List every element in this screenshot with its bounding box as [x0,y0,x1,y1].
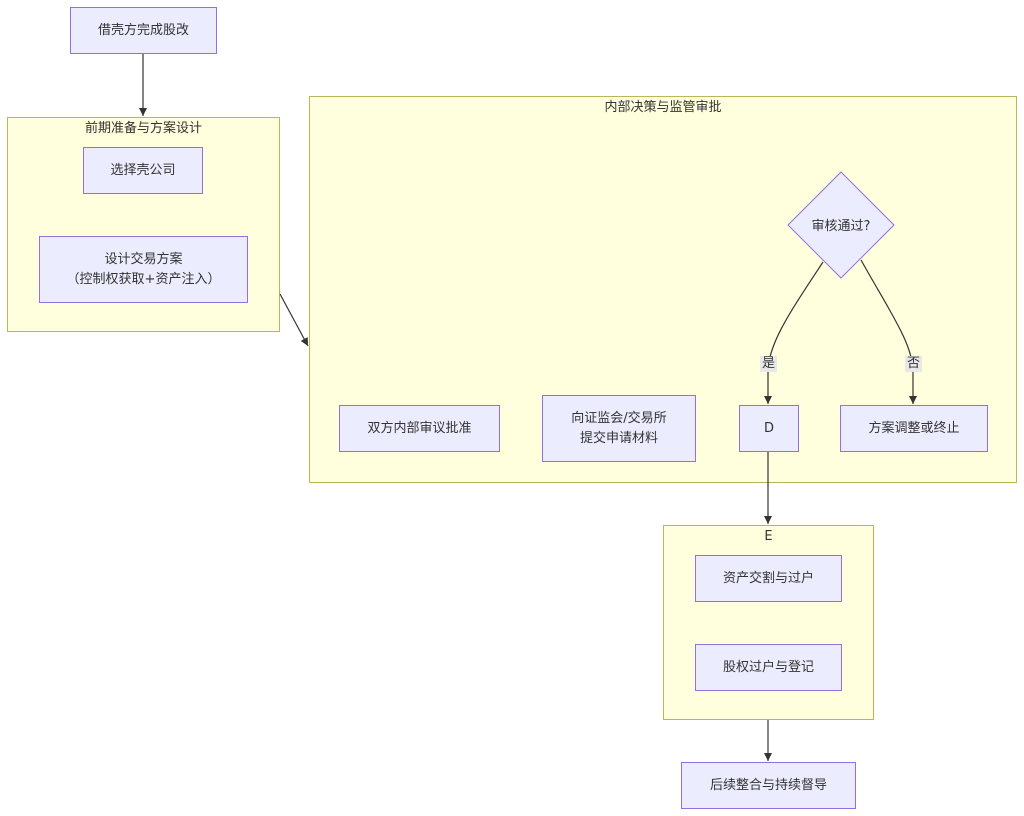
node-followup: 后续整合与持续督导 [681,762,856,809]
node-start-label: 借壳方完成股改 [97,22,189,38]
edge-label-no: 否 [905,356,923,372]
edge-prep-to-decision [279,293,309,347]
node-followup-label: 后续整合与持续督导 [709,777,827,793]
node-design-plan-line2: （控制权获取+资产注入） [66,271,221,287]
cluster-prep-title: 前期准备与方案设计 [84,121,202,136]
node-submit-application: 向证监会/交易所 提交申请材料 [542,395,696,462]
node-equity-transfer-label: 股权过户与登记 [722,659,814,675]
node-d-label: D [763,420,774,436]
node-internal-approval: 双方内部审议批准 [339,405,500,452]
cluster-e-title: E [764,529,773,544]
node-asset-delivery: 资产交割与过户 [695,555,842,602]
node-select-shell: 选择壳公司 [83,147,203,194]
node-submit-application-line2: 提交申请材料 [579,430,658,446]
node-internal-approval-label: 双方内部审议批准 [367,420,472,436]
node-design-plan: 设计交易方案 （控制权获取+资产注入） [39,236,248,303]
node-adjust-or-terminate-label: 方案调整或终止 [868,420,960,436]
edge-label-yes: 是 [760,356,778,372]
node-select-shell-label: 选择壳公司 [110,162,176,178]
node-start: 借壳方完成股改 [70,7,217,54]
node-design-plan-line1: 设计交易方案 [104,251,183,267]
node-d: D [739,405,799,452]
cluster-decision-title: 内部决策与监管审批 [604,100,722,115]
node-equity-transfer: 股权过户与登记 [695,644,842,691]
node-adjust-or-terminate: 方案调整或终止 [840,405,988,452]
node-asset-delivery-label: 资产交割与过户 [722,570,814,586]
node-submit-application-line1: 向证监会/交易所 [571,410,667,426]
